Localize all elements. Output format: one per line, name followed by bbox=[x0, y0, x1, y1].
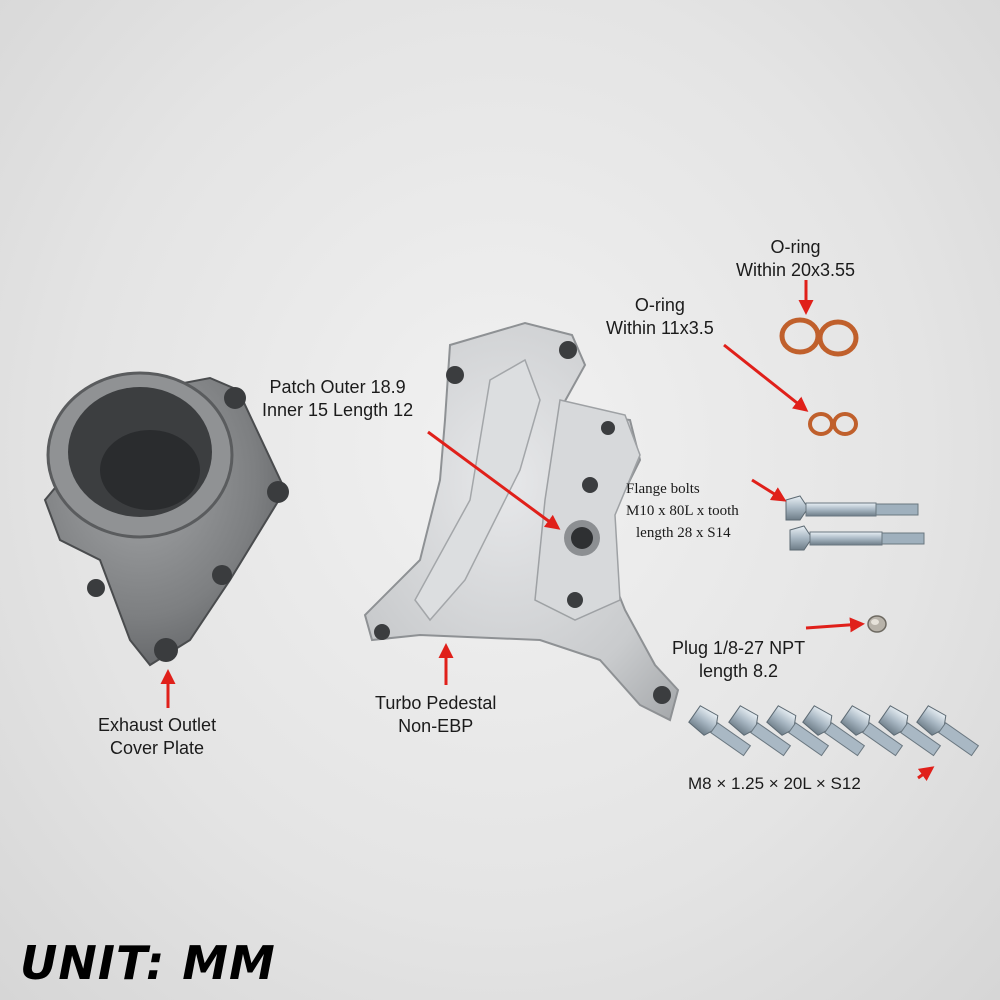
exhaust-outlet-cover-plate bbox=[43, 371, 289, 667]
flange-bolts bbox=[785, 495, 925, 551]
label-patch: Patch Outer 18.9 Inner 15 Length 12 bbox=[262, 377, 414, 420]
label-o-ring-small: O-ring Within 11x3.5 bbox=[606, 295, 714, 338]
arrow-small-o-rings bbox=[723, 343, 809, 412]
label-plug: Plug 1/8-27 NPT length 8.2 bbox=[672, 638, 806, 681]
label-o-ring-large: O-ring Within 20x3.55 bbox=[736, 237, 856, 280]
large-o-rings bbox=[779, 317, 859, 357]
label-small-bolts: M8 × 1.25 × 20L × S12 bbox=[688, 774, 861, 793]
label-flange-bolts: Flange bolts M10 x 80L x tooth length 28… bbox=[626, 481, 739, 541]
arrow-patch bbox=[427, 430, 561, 530]
unit-label: UNIT: MM bbox=[20, 936, 276, 990]
label-turbo-pedestal: Turbo Pedestal Non-EBP bbox=[375, 693, 497, 736]
arrow-small-bolts bbox=[917, 766, 935, 782]
small-bolts bbox=[688, 705, 980, 757]
turbo-pedestal bbox=[363, 321, 680, 722]
arrow-flange-bolts bbox=[751, 478, 787, 502]
callout-arrows bbox=[160, 280, 935, 782]
label-exhaust-outlet: Exhaust Outlet Cover Plate bbox=[98, 715, 217, 758]
small-o-rings bbox=[808, 412, 858, 436]
npt-plug bbox=[867, 615, 887, 633]
arrow-plug bbox=[805, 617, 865, 633]
